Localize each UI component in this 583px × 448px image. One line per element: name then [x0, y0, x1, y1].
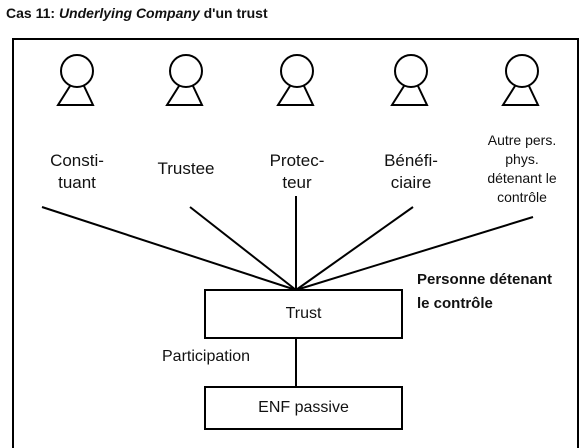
- person-label-beneficiaire: Bénéfi- ciaire: [384, 151, 438, 192]
- edge-beneficiaire: [295, 206, 414, 291]
- title-suffix: d'un trust: [199, 5, 268, 21]
- person-label-autre: Autre pers. phys. détenant le contrôle: [487, 132, 557, 205]
- person-label-trustee: Trustee: [157, 159, 215, 178]
- page-title: Cas 11: Underlying Company d'un trust: [6, 5, 268, 21]
- diagram-frame: [12, 38, 579, 448]
- title-prefix: Cas 11:: [6, 5, 59, 21]
- control-annotation: Personne détenant le contrôle: [417, 271, 553, 312]
- person-icon: [501, 54, 540, 106]
- enf-passive-box: ENF passive: [204, 386, 403, 430]
- trust-box: Trust: [204, 289, 403, 339]
- person-label-constituant: Consti- tuant: [50, 151, 104, 192]
- edge-autre: [295, 216, 534, 291]
- edge-constituant: [41, 206, 297, 291]
- person-label-protecteur: Protec- teur: [269, 151, 325, 192]
- person-icon: [390, 54, 429, 106]
- edge-trustee: [189, 206, 297, 291]
- participation-label: Participation: [162, 348, 251, 365]
- person-icon: [276, 54, 315, 106]
- person-icon: [56, 54, 95, 106]
- person-icon: [165, 54, 204, 106]
- title-italic: Underlying Company: [58, 5, 200, 21]
